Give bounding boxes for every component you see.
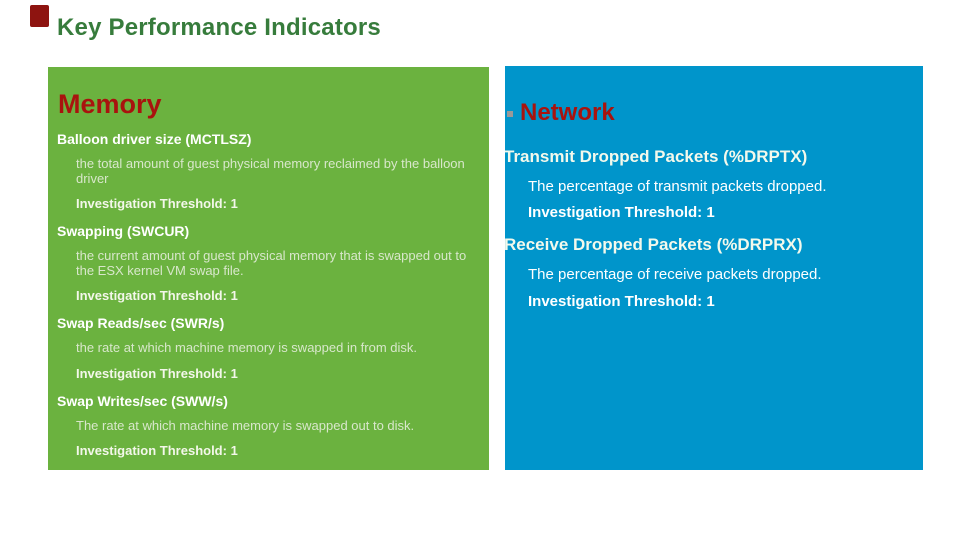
page-title: Key Performance Indicators xyxy=(57,14,381,41)
network-heading-label: Network xyxy=(520,99,615,126)
memory-panel: Memory Balloon driver size (MCTLSZ) the … xyxy=(48,67,489,470)
network-heading: Network xyxy=(505,99,923,127)
kpi-threshold: Investigation Threshold: 1 xyxy=(76,288,238,303)
kpi-description: The percentage of transmit packets dropp… xyxy=(528,178,827,195)
memory-heading: Memory xyxy=(58,89,162,119)
kpi-threshold: Investigation Threshold: 1 xyxy=(76,196,238,211)
kpi-description: The rate at which machine memory is swap… xyxy=(76,417,415,433)
kpi-section-title-transmit-dropped: Transmit Dropped Packets (%DRPTX) xyxy=(505,147,808,166)
kpi-section-title-balloon: Balloon driver size (MCTLSZ) xyxy=(57,131,252,147)
kpi-threshold: Investigation Threshold: 1 xyxy=(76,443,238,458)
accent-square xyxy=(30,5,49,27)
kpi-section-title-receive-dropped: Receive Dropped Packets (%DRPRX) xyxy=(505,235,803,254)
kpi-description: the current amount of guest physical mem… xyxy=(76,248,467,278)
kpi-threshold: Investigation Threshold: 1 xyxy=(528,293,715,310)
bullet-icon xyxy=(507,111,513,117)
kpi-section-title-swap-writes: Swap Writes/sec (SWW/s) xyxy=(57,392,228,409)
kpi-threshold: Investigation Threshold: 1 xyxy=(528,204,715,221)
network-panel: Network Transmit Dropped Packets (%DRPTX… xyxy=(505,66,923,470)
kpi-description: the total amount of guest physical memor… xyxy=(76,156,465,186)
kpi-section-title-swap-reads: Swap Reads/sec (SWR/s) xyxy=(57,315,225,331)
kpi-threshold: Investigation Threshold: 1 xyxy=(76,365,238,381)
kpi-description: The percentage of receive packets droppe… xyxy=(528,266,822,283)
kpi-description: the rate at which machine memory is swap… xyxy=(76,340,418,355)
kpi-section-title-swapping: Swapping (SWCUR) xyxy=(57,223,190,239)
